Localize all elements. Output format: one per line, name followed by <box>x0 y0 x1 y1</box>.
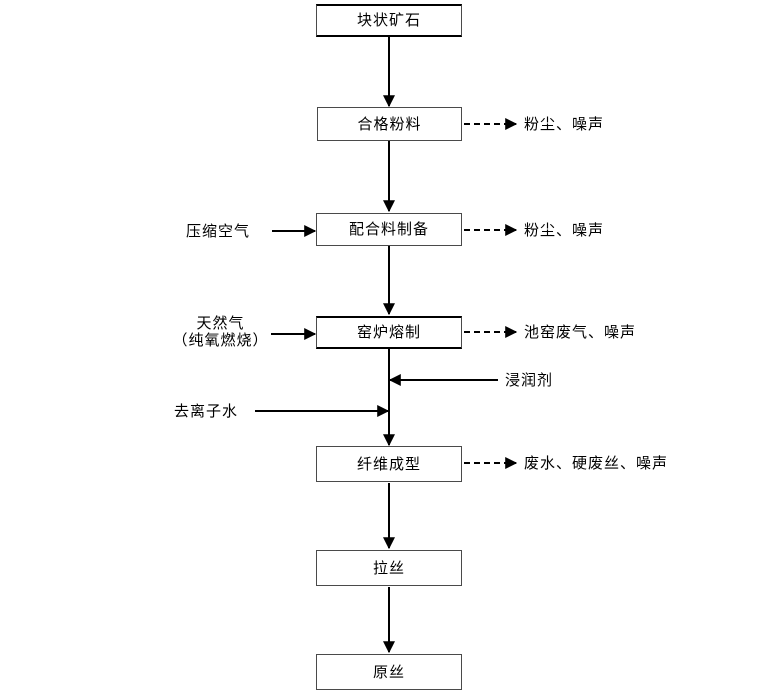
process-node-label: 配合料制备 <box>348 221 429 238</box>
process-node-batch-preparation[interactable]: 配合料制备 <box>316 213 462 246</box>
output-label-wastewater-noise: 废水、硬废丝、噪声 <box>524 455 668 472</box>
process-node-label: 纤维成型 <box>356 455 421 473</box>
input-label-text: 浸润剂 <box>505 372 554 389</box>
output-label-text: 废水、硬废丝、噪声 <box>524 455 669 472</box>
process-node-raw-strand[interactable]: 原丝 <box>316 654 462 690</box>
input-label-compressed-air: 压缩空气 <box>186 223 250 240</box>
output-label-furnace-gas-noise: 池窑废气、噪声 <box>524 324 636 341</box>
input-label-text: 压缩空气 <box>186 223 251 240</box>
output-label-dust-noise-2: 粉尘、噪声 <box>524 222 604 239</box>
process-node-label: 原丝 <box>372 663 405 681</box>
process-node-qualified-powder[interactable]: 合格粉料 <box>317 107 462 141</box>
input-label-sizing-agent: 浸润剂 <box>505 372 553 389</box>
input-label-deionized-water: 去离子水 <box>174 403 238 420</box>
process-node-fiber-forming[interactable]: 纤维成型 <box>316 446 462 482</box>
output-label-text: 粉尘、噪声 <box>524 116 605 133</box>
output-label-text: 粉尘、噪声 <box>524 222 605 239</box>
input-label-text-line1: 天然气 <box>196 315 245 332</box>
input-label-text: 去离子水 <box>174 403 239 420</box>
output-label-dust-noise-1: 粉尘、噪声 <box>524 116 604 133</box>
process-node-furnace-melting[interactable]: 窑炉熔制 <box>316 316 462 349</box>
output-label-text: 池窑废气、噪声 <box>524 324 637 341</box>
process-node-label: 块状矿石 <box>356 12 421 29</box>
process-node-label: 合格粉料 <box>357 115 422 133</box>
process-node-label: 拉丝 <box>372 559 405 577</box>
process-node-lump-ore[interactable]: 块状矿石 <box>316 4 462 37</box>
process-node-wire-drawing[interactable]: 拉丝 <box>316 550 462 586</box>
process-node-label: 窑炉熔制 <box>356 324 421 341</box>
input-label-text-line2: （纯氧燃烧） <box>172 332 269 349</box>
input-label-natural-gas: 天然气 （纯氧燃烧） <box>168 315 273 349</box>
